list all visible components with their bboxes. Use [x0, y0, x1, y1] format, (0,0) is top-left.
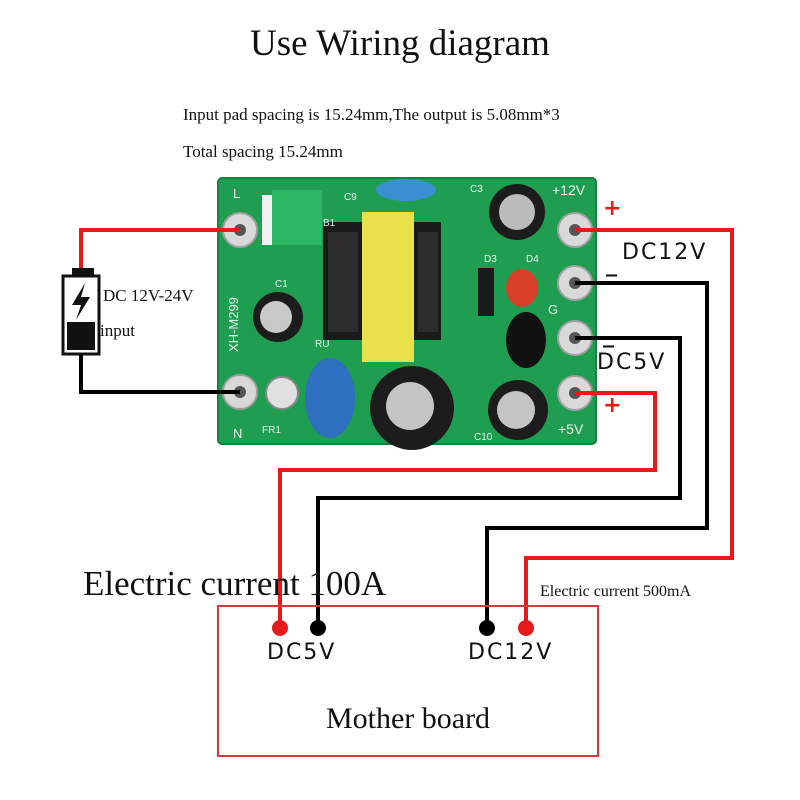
capacitor-c3 — [489, 184, 545, 240]
silk-model: XH-M299 — [226, 297, 241, 352]
dc12v-plus-sign: + — [603, 196, 622, 221]
wire-input-negative — [79, 354, 240, 394]
silk-N: N — [233, 426, 242, 441]
current-rating-small: Electric current 500mA — [540, 583, 692, 600]
wire-12v-positive — [524, 228, 734, 626]
motherboard-label: Mother board — [325, 702, 491, 735]
varistor — [305, 358, 355, 438]
pcb-pad-area — [272, 190, 322, 245]
mb-12v-negative-terminal — [479, 620, 495, 636]
capacitor-c9 — [376, 179, 436, 201]
spacing-note-1: Input pad spacing is 15.24mm,The output … — [183, 105, 560, 124]
mb-5v-negative-terminal — [310, 620, 326, 636]
silk-L: L — [233, 186, 240, 201]
input-label: input — [100, 321, 135, 340]
silk-D3: D3 — [484, 254, 497, 265]
capacitor-c10 — [488, 380, 548, 440]
input-voltage-label: DC 12V-24V — [103, 286, 194, 305]
mb-dc5v-label: DC5V — [267, 640, 337, 665]
spacing-note-2: Total spacing 15.24mm — [183, 142, 343, 161]
silk-FR1: FR1 — [262, 425, 281, 436]
silk-plus12v: +12V — [552, 182, 586, 198]
fuse-resistor-fr1 — [265, 376, 299, 410]
capacitor-c1 — [253, 292, 303, 342]
pcb-trace — [262, 195, 272, 245]
current-rating-main: Electric current 100A — [83, 564, 387, 603]
wire-input-positive — [79, 228, 240, 268]
mb-dc12v-label: DC12V — [468, 640, 554, 665]
motherboard-box — [217, 605, 599, 757]
silk-plus5v: +5V — [558, 421, 584, 437]
capacitor-main — [370, 366, 454, 450]
transformer — [323, 212, 441, 362]
dc5v-output-label: DC5V — [597, 350, 667, 375]
regulator — [506, 312, 546, 368]
power-module-pcb: L N +12V +5V G C9 C3 C1 B1 D3 D4 FR1 RU … — [217, 177, 597, 450]
silk-G: G — [548, 302, 558, 317]
wire-5v-negative — [316, 336, 682, 626]
dc12v-minus-sign: _ — [606, 252, 617, 277]
silk-C3: C3 — [470, 184, 483, 195]
wire-5v-positive — [278, 391, 657, 626]
pad-gnd-1 — [557, 265, 593, 301]
diode-d3 — [478, 268, 494, 316]
silk-C1: C1 — [275, 279, 288, 290]
battery-icon — [61, 268, 101, 356]
dc5v-minus-sign: _ — [603, 323, 614, 348]
silk-D4: D4 — [526, 254, 539, 265]
wire-12v-negative — [485, 281, 709, 626]
mb-5v-positive-terminal — [272, 620, 288, 636]
silk-B1: B1 — [323, 218, 336, 229]
page-title: Use Wiring diagram — [250, 23, 550, 64]
dc12v-output-label: DC12V — [622, 240, 708, 265]
mb-12v-positive-terminal — [518, 620, 534, 636]
led-d4 — [506, 269, 538, 307]
silk-C9: C9 — [344, 192, 357, 203]
dc5v-plus-sign: + — [603, 393, 622, 418]
silk-C10: C10 — [474, 432, 493, 443]
silk-RU: RU — [315, 339, 329, 350]
